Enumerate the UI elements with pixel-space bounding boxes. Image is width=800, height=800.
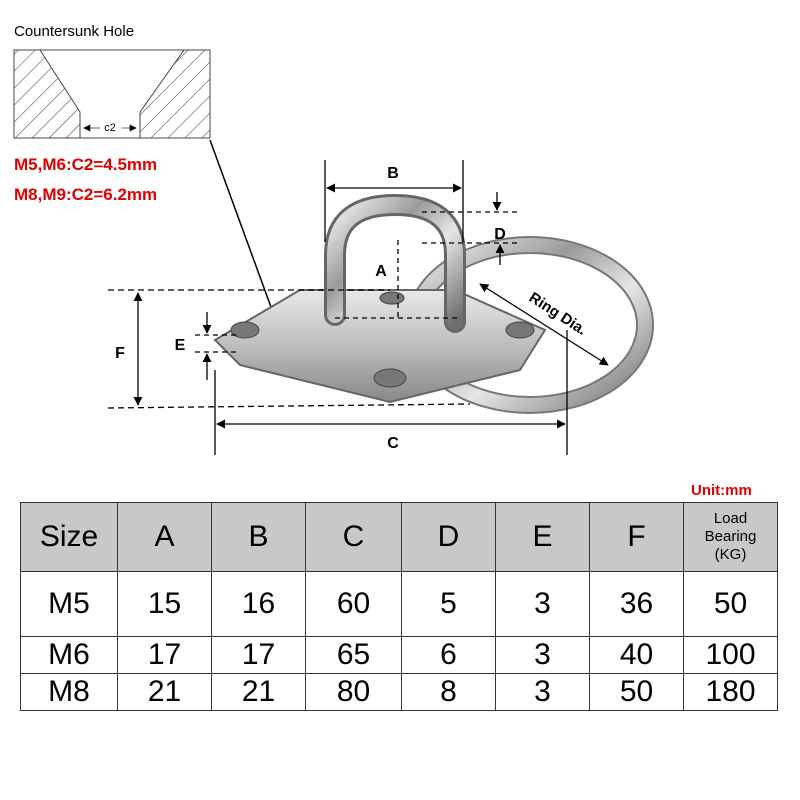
- countersunk-title: Countersunk Hole: [14, 23, 134, 40]
- header-size: Size: [20, 502, 118, 572]
- dimension-lines: [107, 160, 609, 455]
- cell-c: 60: [305, 571, 402, 637]
- header-load-line1: Load: [713, 510, 748, 527]
- cell-f: 40: [589, 636, 684, 674]
- header-e: E: [495, 502, 590, 572]
- cell-load: 100: [683, 636, 778, 674]
- header-d: D: [401, 502, 496, 572]
- header-f: F: [589, 502, 684, 572]
- header-load-bearing: Load Bearing (KG): [683, 502, 778, 572]
- spec-table: Size A B C D E F Load Bearing (KG) M5 15…: [20, 502, 778, 711]
- c2-note-m8-m9: M8,M9:C2=6.2mm: [14, 185, 157, 204]
- c2-label: c2: [104, 122, 116, 134]
- cell-b: 16: [211, 571, 306, 637]
- hole-right: [505, 321, 535, 339]
- eye-loop: [327, 196, 463, 330]
- unit-label: Unit:mm: [691, 482, 752, 499]
- c2-note-m5-m6: M5,M6:C2=4.5mm: [14, 155, 157, 174]
- dim-e-label: E: [175, 337, 186, 354]
- cell-d: 5: [401, 571, 496, 637]
- table-row: M8 21 21 80 8 3 50 180: [20, 673, 778, 711]
- cell-b: 17: [211, 636, 306, 674]
- countersunk-section: Countersunk Hole c2 M5,M6:C2=4.5mm M8,M9…: [13, 23, 276, 319]
- cell-e: 3: [495, 571, 590, 637]
- cell-size: M6: [20, 636, 118, 674]
- cell-f: 50: [589, 673, 684, 711]
- cell-e: 3: [495, 636, 590, 674]
- cell-b: 21: [211, 673, 306, 711]
- dim-a-label: A: [375, 263, 387, 280]
- dim-f-label: F: [115, 345, 125, 362]
- cell-d: 8: [401, 673, 496, 711]
- header-b: B: [211, 502, 306, 572]
- header-load-line3: (KG): [714, 546, 747, 563]
- header-a: A: [117, 502, 212, 572]
- cell-f: 36: [589, 571, 684, 637]
- cell-size: M5: [20, 571, 118, 637]
- leader-line: [209, 139, 276, 319]
- cell-d: 6: [401, 636, 496, 674]
- table-row: M6 17 17 65 6 3 40 100: [20, 636, 778, 674]
- pad-eye-illustration: [213, 193, 654, 414]
- dim-d-label: D: [494, 226, 506, 243]
- cell-e: 3: [495, 673, 590, 711]
- cell-load: 180: [683, 673, 778, 711]
- header-load-line2: Bearing: [704, 528, 757, 545]
- cell-load: 50: [683, 571, 778, 637]
- hole-bottom: [373, 368, 407, 388]
- cell-a: 21: [117, 673, 212, 711]
- header-c: C: [305, 502, 402, 572]
- table-row: M5 15 16 60 5 3 36 50: [20, 571, 778, 637]
- hole-top: [379, 291, 405, 305]
- table-header-row: Size A B C D E F Load Bearing (KG): [20, 502, 778, 572]
- dim-c-label: C: [387, 435, 399, 452]
- cell-a: 17: [117, 636, 212, 674]
- cell-size: M8: [20, 673, 118, 711]
- product-diagram: Countersunk Hole c2 M5,M6:C2=4.5mm M8,M9…: [13, 23, 654, 455]
- dim-b-label: B: [387, 165, 399, 182]
- cell-a: 15: [117, 571, 212, 637]
- hole-left: [230, 321, 260, 339]
- cell-c: 65: [305, 636, 402, 674]
- cell-c: 80: [305, 673, 402, 711]
